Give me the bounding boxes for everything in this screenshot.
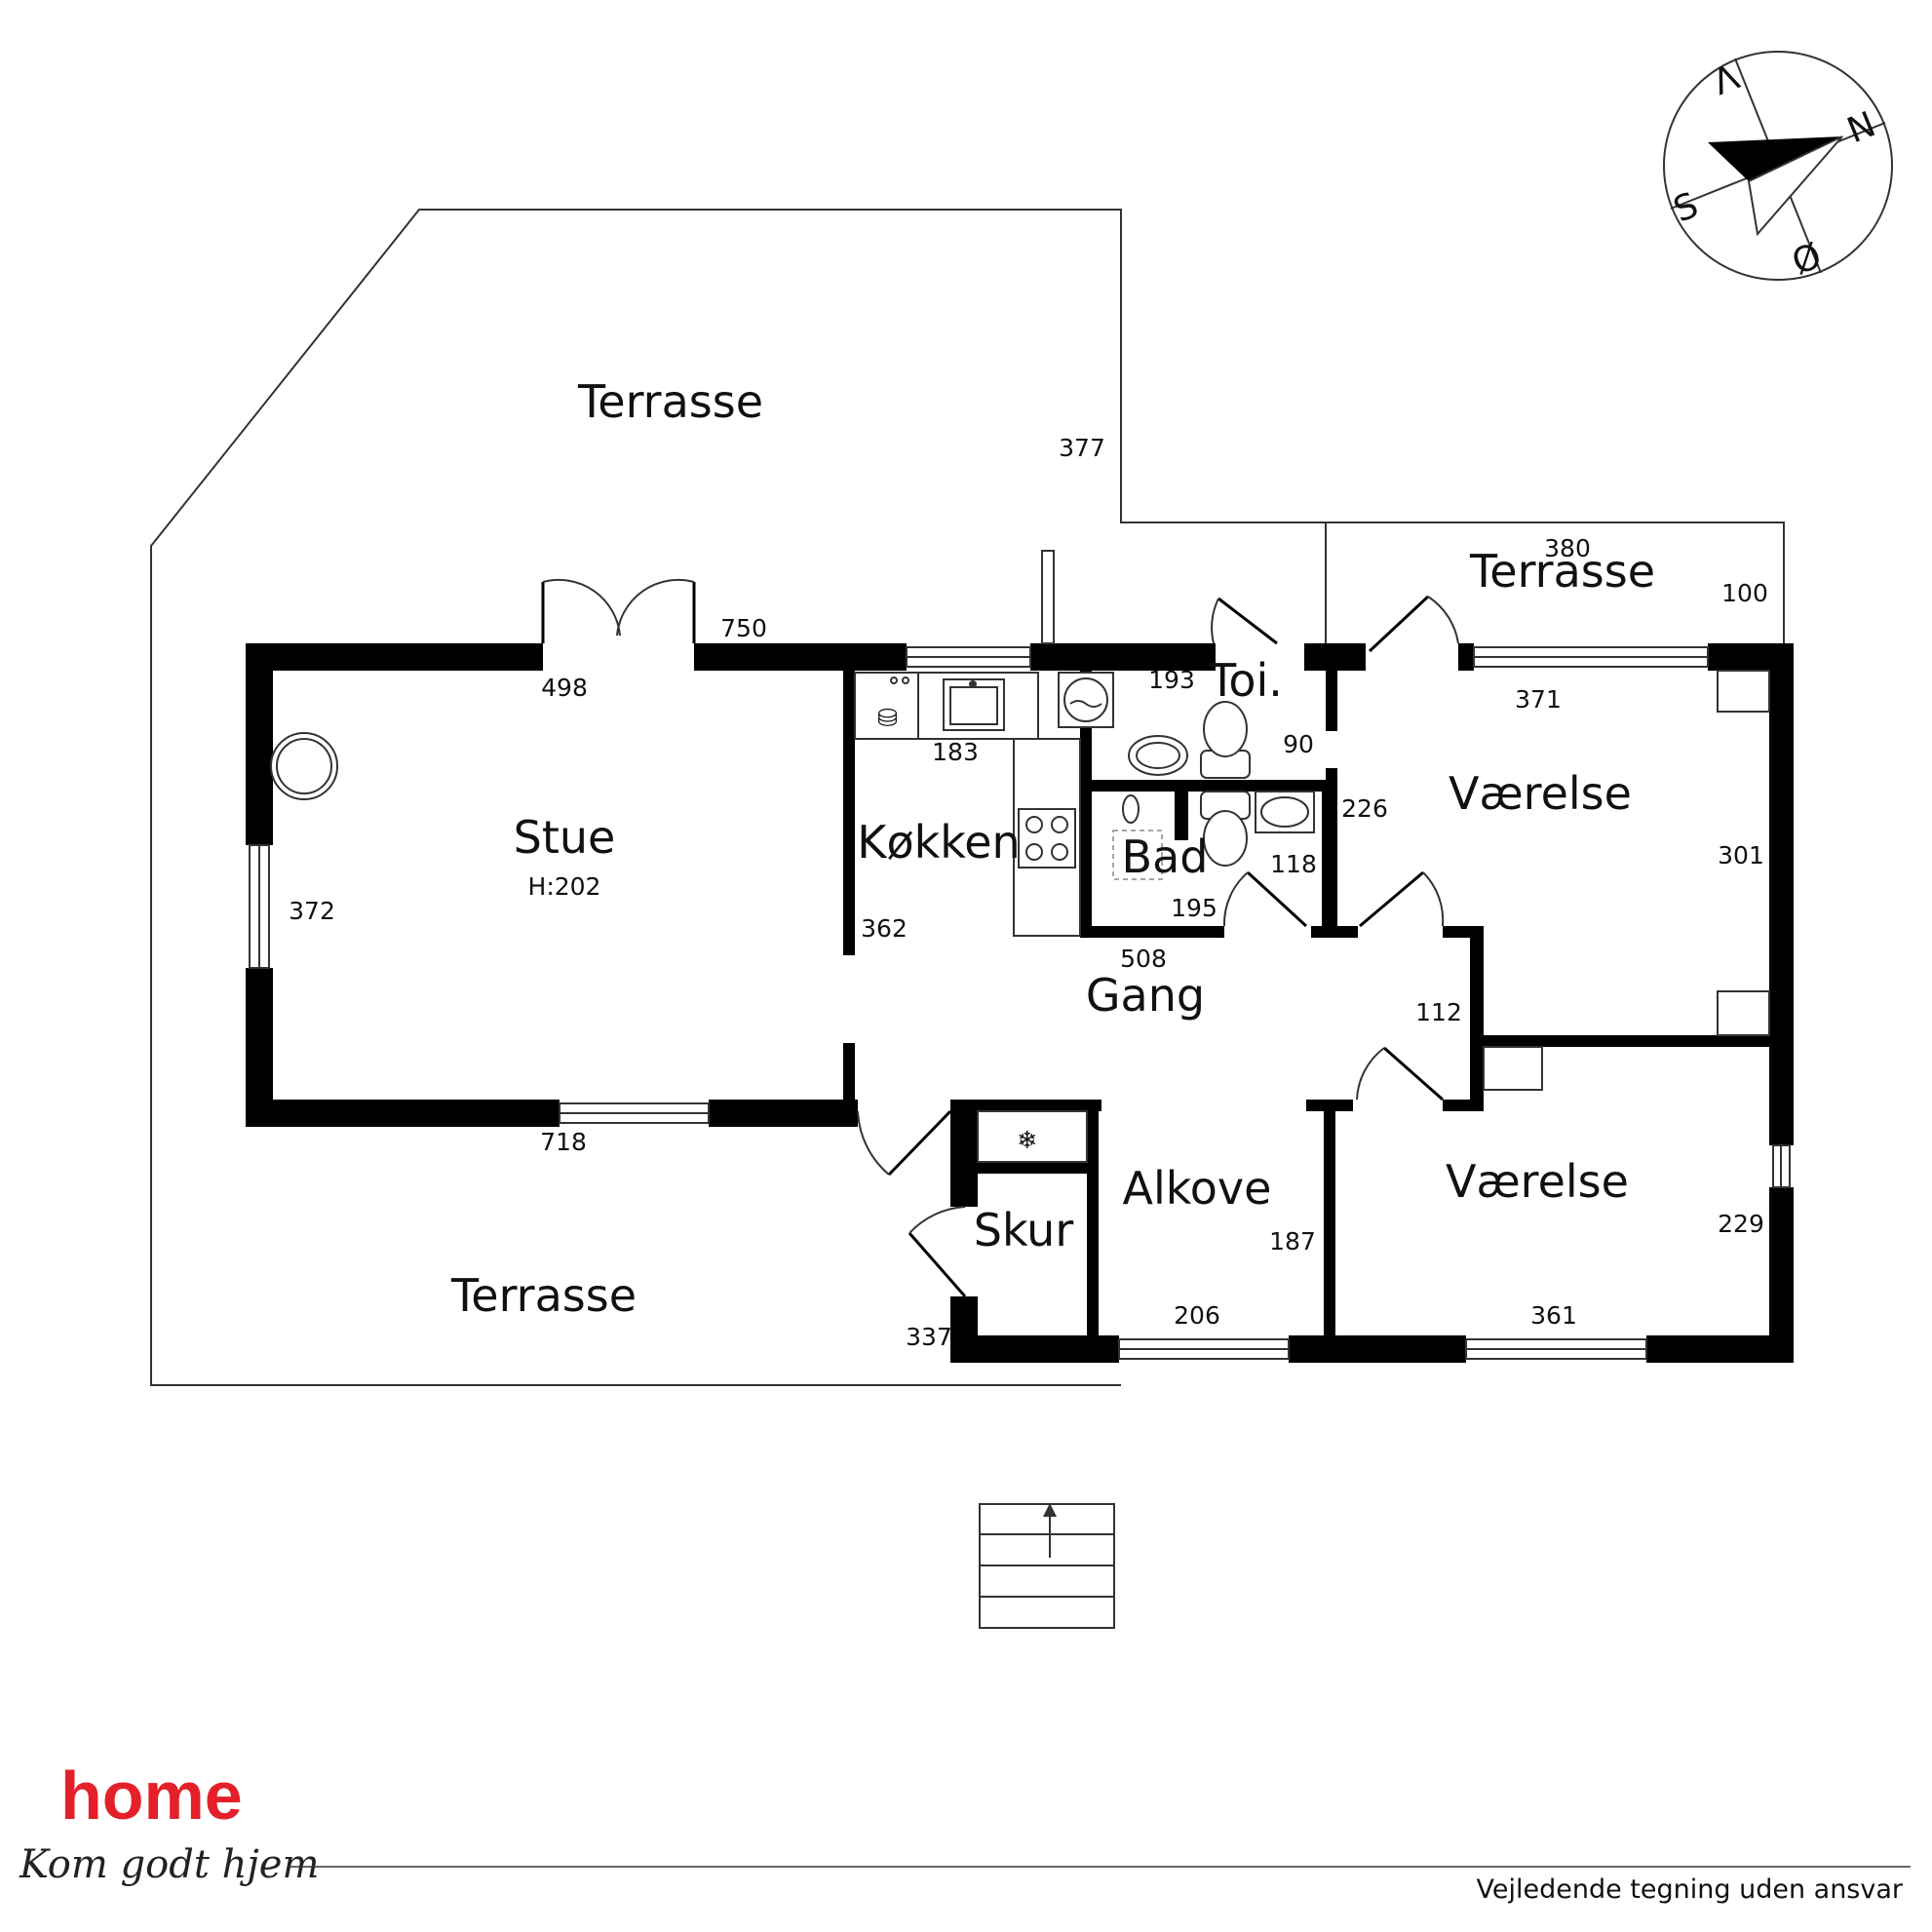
room-label-bedroom-1: Værelse: [1449, 767, 1632, 820]
dim-terrace-east-depth: 100: [1721, 579, 1768, 607]
dim-alcove-width: 206: [1174, 1301, 1220, 1330]
dim-hall-depth: 112: [1415, 998, 1462, 1026]
dimension-labels: 377 380 100 750 498 372 718 183 362 193 …: [289, 434, 1768, 1351]
room-label-terrace-north: Terrasse: [577, 375, 763, 428]
windows: [249, 550, 1791, 1360]
dim-bedroom2-depth: 229: [1718, 1210, 1764, 1238]
compass-west: V: [1706, 55, 1744, 100]
dim-alcove-depth: 187: [1269, 1227, 1316, 1256]
room-label-bath: Bad: [1122, 831, 1209, 883]
brand-tagline: Kom godt hjem: [19, 1842, 319, 1887]
svg-text:⛁: ⛁: [877, 704, 898, 732]
room-label-alcove: Alkove: [1123, 1162, 1272, 1215]
dim-living-door: 498: [541, 674, 588, 702]
compass-north: N: [1842, 104, 1881, 151]
dim-bedroom1-depth: 301: [1718, 841, 1764, 869]
room-label-shed: Skur: [974, 1204, 1074, 1256]
room-label-hall: Gang: [1086, 969, 1205, 1022]
dim-bath-depth: 118: [1270, 850, 1317, 878]
dim-corridor-depth: 226: [1341, 794, 1388, 823]
dim-top-wall: 750: [720, 614, 767, 642]
room-label-bedroom-2: Værelse: [1446, 1155, 1629, 1208]
dim-hall-width: 508: [1120, 945, 1167, 973]
shower-icon: [1112, 830, 1163, 880]
terrace-outline: [150, 209, 1785, 1386]
compass-rose: N S Ø V: [1663, 51, 1893, 284]
disclaimer-text: Vejledende tegning uden ansvar: [1477, 1874, 1904, 1905]
dim-bath-width: 195: [1171, 894, 1217, 922]
room-label-terrace-east: Terrasse: [1469, 545, 1655, 598]
dim-bedroom2-width: 361: [1530, 1301, 1577, 1330]
dim-terrace-east-width: 380: [1544, 534, 1591, 562]
dim-toilet-depth: 90: [1283, 730, 1314, 758]
dishwasher-icon: ⛁: [877, 676, 909, 732]
dim-toilet-width: 193: [1148, 666, 1195, 694]
freezer-icon: ❄: [1017, 1126, 1037, 1154]
dim-terrace-north-side: 377: [1059, 434, 1105, 462]
walls: [246, 643, 1794, 1363]
room-label-toilet: Toi.: [1208, 654, 1283, 707]
doors: [541, 578, 1459, 1297]
entrance-stairs: [979, 1503, 1115, 1629]
dim-kitchen-side: 362: [861, 914, 908, 943]
dim-living-width: 718: [540, 1128, 587, 1156]
compass-south: S: [1668, 185, 1704, 231]
dim-living-height: 372: [289, 897, 335, 925]
dim-bedroom1-width: 371: [1515, 685, 1562, 714]
cooktop-icon: [1018, 808, 1076, 869]
living-ceiling-height: H:202: [528, 872, 601, 901]
dim-kitchen-top: 183: [932, 738, 979, 766]
room-label-kitchen: Køkken: [857, 816, 1020, 869]
room-label-living: Stue: [514, 811, 616, 864]
room-label-terrace-south: Terrasse: [450, 1269, 637, 1322]
compass-east: Ø: [1787, 236, 1828, 284]
room-labels: Terrasse Terrasse Terrasse Stue H:202 Kø…: [450, 375, 1655, 1322]
brand-logo: home Kom godt hjem: [19, 1758, 319, 1887]
fixtures: ⛁ ❄: [270, 670, 1770, 1163]
wardrobe-marker: [1717, 670, 1770, 713]
brand-logo-text: home: [60, 1758, 243, 1834]
dim-shed-side: 337: [906, 1323, 952, 1351]
compass-needle-icon: [1708, 136, 1842, 181]
